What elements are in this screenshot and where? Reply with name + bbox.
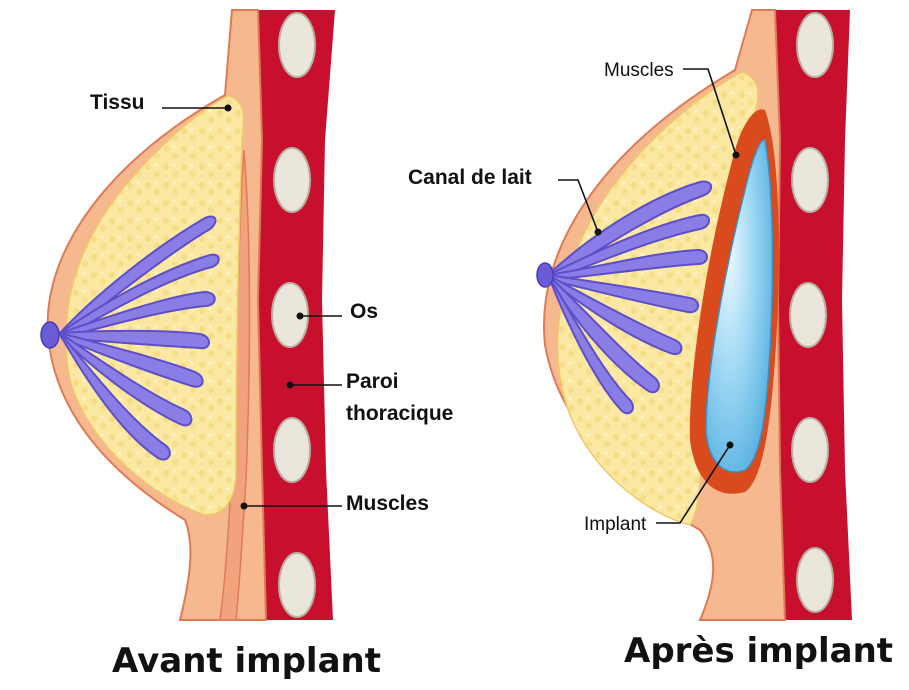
rib-bone	[791, 147, 829, 213]
caption-before: Avant implant	[112, 641, 381, 681]
caption-after: Après implant	[624, 631, 893, 671]
rib-bone	[278, 552, 316, 618]
mammary-gland	[546, 180, 713, 415]
nipple	[40, 321, 60, 349]
breast-implant	[705, 139, 774, 473]
rib-bone	[271, 282, 309, 348]
label-chest-wall-line2: thoracique	[346, 402, 453, 425]
rib-bone	[273, 417, 311, 483]
left-panel: Tissu Os Paroi thoracique Muscles Avant …	[40, 9, 453, 681]
right-panel: Muscles Canal de lait Implant Après impl…	[408, 9, 893, 671]
nipple	[536, 262, 554, 288]
label-muscles-right: Muscles	[604, 60, 674, 81]
ribs	[789, 12, 834, 613]
label-implant: Implant	[584, 514, 647, 535]
rib-bone	[789, 282, 827, 348]
label-bone: Os	[350, 300, 378, 323]
label-muscles-left: Muscles	[346, 492, 429, 515]
label-milk-duct: Canal de lait	[408, 166, 532, 189]
rib-bone	[278, 12, 316, 78]
ribs	[271, 12, 316, 618]
label-chest-wall-line1: Paroi	[346, 370, 399, 393]
mammary-gland	[57, 215, 220, 461]
rib-bone	[796, 12, 834, 78]
rib-bone	[273, 147, 311, 213]
label-tissue: Tissu	[90, 91, 144, 114]
rib-bone	[796, 547, 834, 613]
rib-bone	[791, 417, 829, 483]
